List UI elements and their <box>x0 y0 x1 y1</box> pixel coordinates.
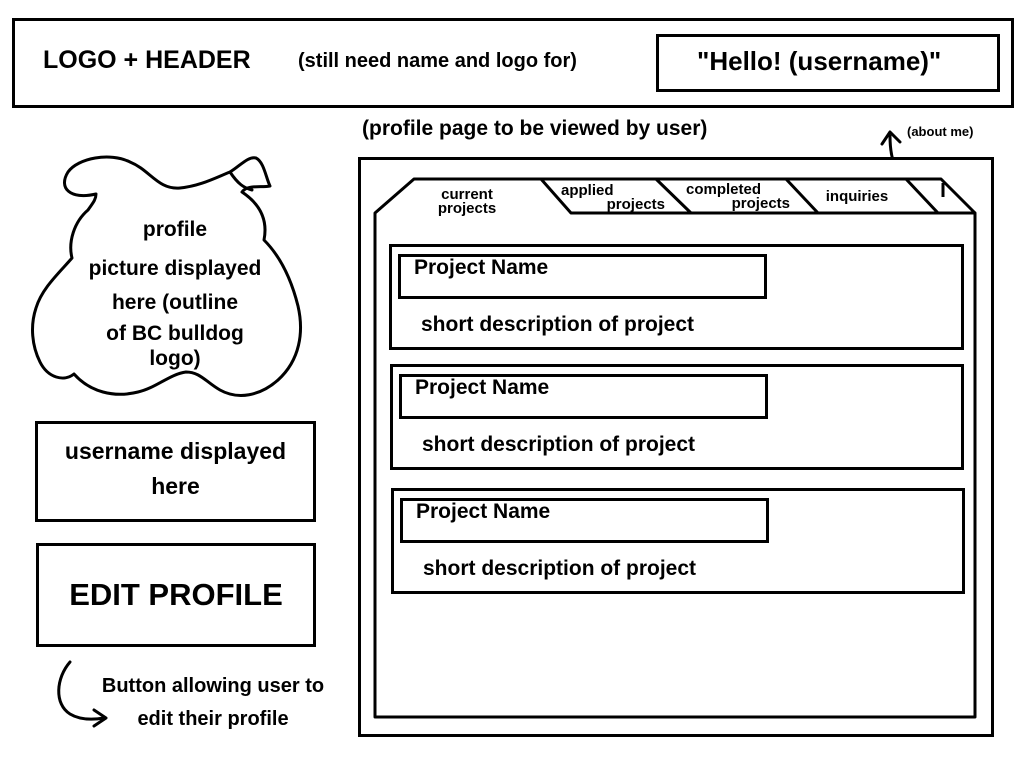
edit-profile-label: EDIT PROFILE <box>69 577 283 612</box>
greeting-text: "Hello! (username)" <box>697 46 942 76</box>
username-line: here <box>151 473 200 499</box>
project-card[interactable]: Project Name short description of projec… <box>390 364 964 470</box>
panel-caption: (profile page to be viewed by user) <box>362 117 708 140</box>
tab-label-line: projects <box>731 195 790 212</box>
tab-completed-projects[interactable]: completed projects <box>680 181 790 212</box>
header-note: (still need name and logo for) <box>298 50 577 72</box>
about-me-note: (about me) <box>907 124 974 139</box>
username-line: username displayed <box>64 438 287 464</box>
tab-label-line: current <box>441 186 493 203</box>
project-name: Project Name <box>414 256 549 279</box>
logo-header-placeholder: LOGO + HEADER <box>43 46 251 74</box>
username-text: username displayed here <box>35 434 316 504</box>
profile-picture-text: profile <box>142 218 208 241</box>
edit-profile-note: Button allowing user to edit their profi… <box>78 670 348 736</box>
project-name: Project Name <box>415 376 550 399</box>
project-description: short description of project <box>422 433 696 456</box>
project-name: Project Name <box>416 500 551 523</box>
project-name-box <box>400 498 769 543</box>
bulldog-outline-icon <box>31 155 302 397</box>
project-name-box <box>398 254 767 299</box>
tab-label-line: completed <box>686 181 762 198</box>
edit-profile-button[interactable]: EDIT PROFILE <box>36 543 316 647</box>
tab-label-line: applied <box>561 182 614 199</box>
profile-picture-text: picture displayed <box>88 257 262 280</box>
tab-applied-projects[interactable]: applied projects <box>555 182 665 213</box>
profile-picture[interactable] <box>30 150 320 405</box>
curved-arrow-icon <box>57 660 108 728</box>
tab-inquiries[interactable]: inquiries <box>825 188 889 205</box>
username-box <box>35 421 316 522</box>
edit-note-line: edit their profile <box>137 708 289 730</box>
tab-strip <box>373 177 977 719</box>
profile-picture-text: logo) <box>149 347 201 370</box>
greeting-box <box>656 34 1000 92</box>
project-card[interactable]: Project Name short description of projec… <box>391 488 965 594</box>
project-description: short description of project <box>421 313 695 336</box>
profile-picture-text: of BC bulldog <box>106 322 244 345</box>
tab-label-line: projects <box>606 196 665 213</box>
profile-picture-text: here (outline <box>111 291 238 314</box>
tab-label-line: projects <box>437 200 497 217</box>
tab-current-projects[interactable]: current projects <box>420 186 514 217</box>
project-card[interactable]: Project Name short description of projec… <box>389 244 964 350</box>
edit-note-line: Button allowing user to <box>101 675 325 697</box>
project-name-box <box>399 374 768 419</box>
project-description: short description of project <box>423 557 697 580</box>
